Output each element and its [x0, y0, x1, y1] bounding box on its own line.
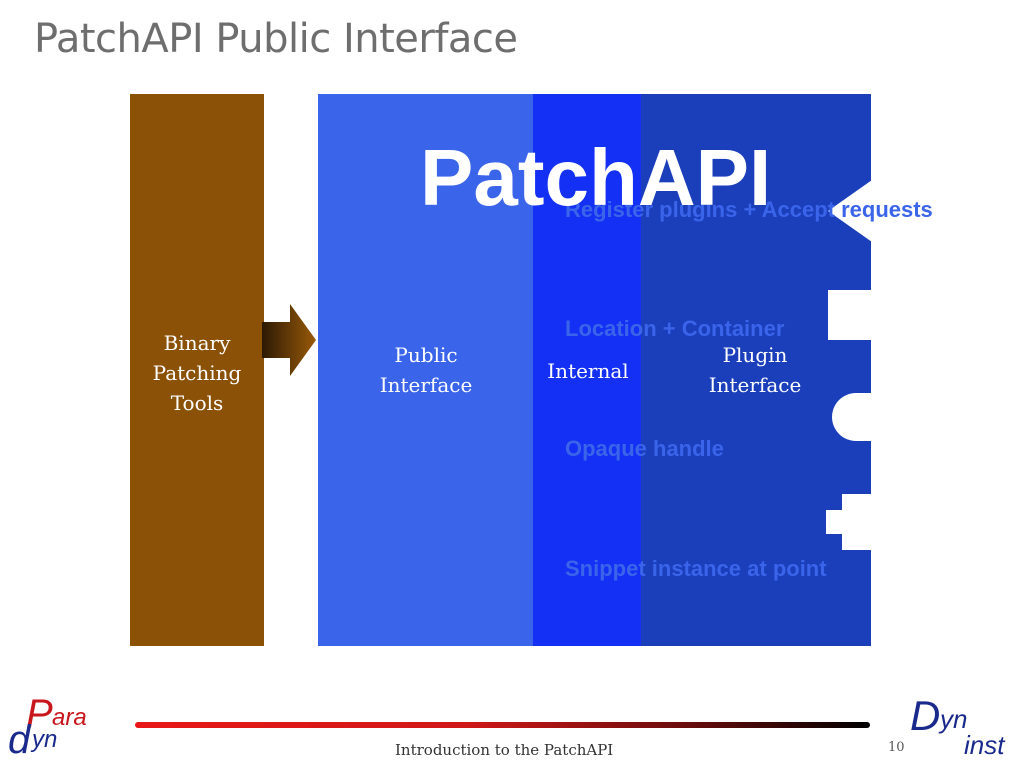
plugin-connector-shapes — [826, 180, 872, 550]
internal-label: Internal — [547, 359, 629, 383]
plugin-interface-label: Plugin Interface — [708, 343, 802, 397]
interface-item-register: Register plugins + Accept requests — [565, 197, 933, 222]
round-notch — [832, 393, 872, 441]
triangle-notch — [828, 180, 872, 242]
binary-patching-tools-label: Binary Patching Tools — [152, 331, 242, 415]
public-interface-column — [318, 94, 534, 646]
dyninst-logo: D yn inst — [910, 692, 1005, 760]
page-number: 10 — [888, 740, 905, 755]
right-arrow-icon — [262, 304, 316, 376]
key-notch — [826, 494, 872, 550]
slide-title: PatchAPI Public Interface — [34, 16, 518, 62]
interface-item-snippet: Snippet instance at point — [565, 556, 827, 581]
footer-divider — [135, 722, 870, 728]
interface-item-handle: Opaque handle — [565, 436, 724, 461]
plugin-interface-column — [641, 94, 871, 646]
patchapi-title: PatchAPI — [420, 133, 772, 222]
public-interface-label: Public Interface — [379, 343, 473, 397]
square-notch — [828, 290, 872, 340]
binary-patching-tools-block — [130, 94, 264, 646]
interface-item-location: Location + Container — [565, 316, 785, 341]
footer-caption: Introduction to the PatchAPI — [395, 741, 614, 759]
paradyn-logo: P ara d yn — [8, 692, 87, 762]
internal-column — [533, 94, 643, 646]
